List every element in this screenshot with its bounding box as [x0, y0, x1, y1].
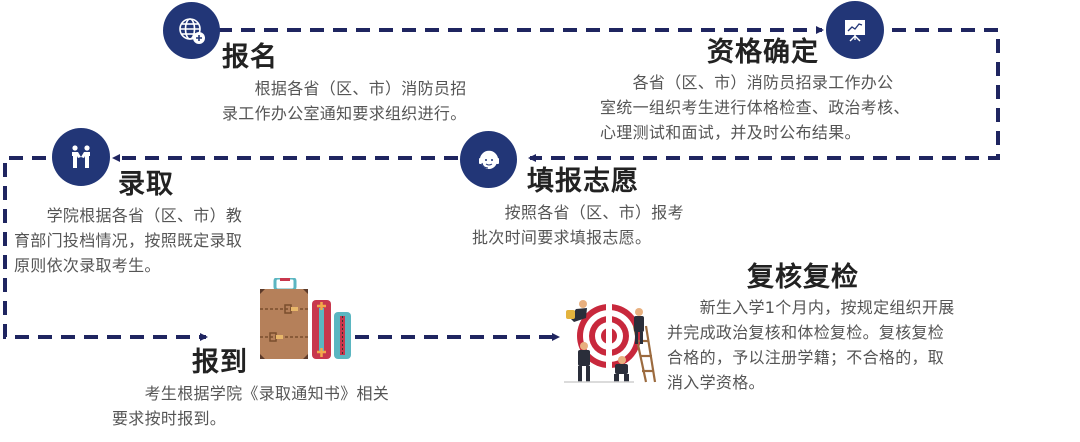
step-desc-recheck: 新生入学1个月内，按规定组织开展并完成政治复核和体检复检。复核复检合格的，予以注… — [667, 298, 955, 392]
headset-person-icon — [460, 131, 517, 188]
step-desc-report: 考生根据学院《录取通知书》相关要求按时报到。 — [112, 384, 390, 428]
step-desc-register: 根据各省（区、市）消防员招录工作办公室通知要求组织进行。 — [222, 79, 467, 123]
step-title-register: 报名 — [222, 42, 278, 73]
globe-plus-icon — [163, 2, 220, 59]
step-title-report: 报到 — [192, 347, 248, 378]
suitcase-icon — [258, 276, 353, 360]
step-desc-qualification: 各省（区、市）消防员招录工作办公室统一组织考生进行体格检查、政治考核、心理测试和… — [600, 73, 910, 142]
step-title-volunteer: 填报志愿 — [527, 166, 639, 197]
connector-qualification-right-loop — [528, 28, 1000, 162]
step-title-recheck: 复核复检 — [747, 262, 859, 293]
step-title-qualification: 资格确定 — [707, 37, 819, 68]
step-title-admission: 录取 — [118, 169, 174, 200]
presentation-chart-icon — [826, 1, 884, 59]
step-desc-volunteer: 按照各省（区、市）报考批次时间要求填报志愿。 — [472, 203, 684, 247]
handshake-icon — [52, 128, 110, 186]
target-team-icon — [562, 296, 657, 384]
step-desc-admission: 学院根据各省（区、市）教育部门投档情况，按照既定录取原则依次录取考生。 — [14, 206, 243, 275]
